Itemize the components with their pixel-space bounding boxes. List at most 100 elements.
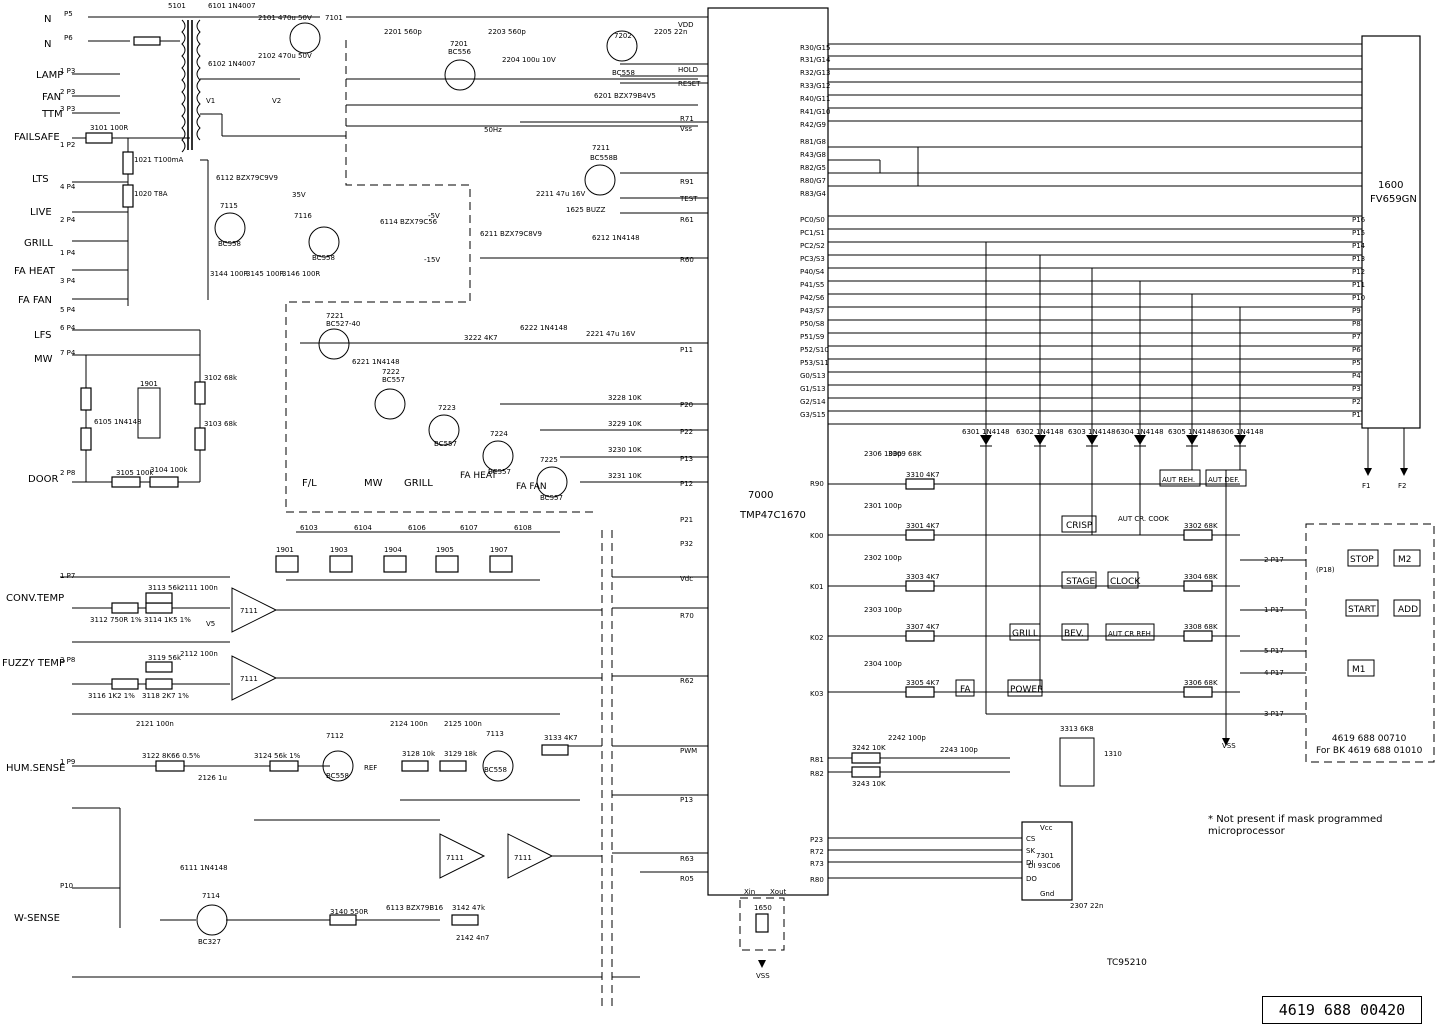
svg-text:7115: 7115 [220,202,238,210]
svg-text:K02: K02 [810,634,824,642]
svg-text:3228 10K: 3228 10K [608,394,642,402]
svg-text:P43/S7: P43/S7 [800,307,824,315]
svg-text:TEST: TEST [679,195,698,203]
key-grill: GRILL [1012,629,1038,639]
svg-text:PWM: PWM [680,747,697,755]
svg-text:6 P4: 6 P4 [60,324,76,332]
relay-label-fl: F/L [302,478,317,489]
diode-verticals [985,242,1241,738]
svg-text:PC3/S3: PC3/S3 [800,255,825,263]
svg-text:7112: 7112 [326,732,344,740]
svg-text:P52/S10: P52/S10 [800,346,829,354]
key-aut-cr-reh: AUT CR REH. [1108,630,1153,638]
svg-text:6201 BZX79B4V5: 6201 BZX79B4V5 [594,92,656,100]
svg-text:R82/G5: R82/G5 [800,164,826,172]
svg-text:P11: P11 [680,346,693,354]
svg-text:1625 BUZZ: 1625 BUZZ [566,206,606,214]
svg-text:P13: P13 [680,796,693,804]
eeprom-part: DI 93C06 [1028,862,1061,870]
terminal-fan: FAN [42,92,61,103]
keypad-connector: 2 P17 1 P17 5 P17 4 P17 3 P17 (P18) [1264,556,1335,718]
svg-text:R90: R90 [810,480,824,488]
svg-text:P8: P8 [1352,320,1361,328]
terminal-ttm: TTM [41,109,63,120]
svg-text:G2/S14: G2/S14 [800,398,826,406]
svg-text:3101 100R: 3101 100R [90,124,128,132]
terminal-door: DOOR [28,474,58,485]
keypad-dashed-box [1305,523,1435,763]
svg-text:1021 T100mA: 1021 T100mA [134,156,183,164]
display-bus [828,43,1362,425]
svg-text:P32: P32 [680,540,693,548]
svg-text:6211 BZX79C8V9: 6211 BZX79C8V9 [480,230,542,238]
svg-text:1 P2: 1 P2 [60,141,75,149]
svg-text:2126 1u: 2126 1u [198,774,227,782]
svg-text:2303 100p: 2303 100p [864,606,902,614]
svg-text:7111: 7111 [240,607,258,615]
svg-text:BC557: BC557 [488,468,511,476]
svg-text:P41/S5: P41/S5 [800,281,824,289]
svg-text:PC1/S1: PC1/S1 [800,229,825,237]
svg-text:3119 56k: 3119 56k [148,654,182,662]
terminal-failsafe: FAILSAFE [14,132,60,143]
svg-text:50Hz: 50Hz [484,126,502,134]
svg-text:3 P4: 3 P4 [60,277,76,285]
svg-text:4 P17: 4 P17 [1264,669,1284,677]
svg-text:VDD: VDD [678,21,694,29]
svg-text:R05: R05 [680,875,694,883]
svg-text:P4: P4 [1352,372,1361,380]
key-power: POWER [1010,685,1043,695]
svg-text:6107: 6107 [460,524,478,532]
svg-text:2243 100p: 2243 100p [940,746,978,754]
svg-text:7116: 7116 [294,212,312,220]
svg-text:3129 18k: 3129 18k [444,750,478,758]
svg-text:P1: P1 [1352,411,1361,419]
svg-text:P50/S8: P50/S8 [800,320,824,328]
filament-f1: F1 [1362,482,1370,490]
svg-text:3229 10K: 3229 10K [608,420,642,428]
svg-text:3231 10K: 3231 10K [608,472,642,480]
svg-text:HOLD: HOLD [678,66,698,74]
svg-text:3103 68k: 3103 68k [204,420,238,428]
svg-text:7222: 7222 [382,368,400,376]
svg-text:6305 1N4148: 6305 1N4148 [1168,428,1216,436]
display-ref: 1600 [1378,180,1403,191]
svg-text:P10: P10 [60,882,73,890]
key-start: START [1348,605,1376,615]
svg-text:6221 1N4148: 6221 1N4148 [352,358,400,366]
svg-text:1901: 1901 [276,546,294,554]
svg-text:P53/S11: P53/S11 [800,359,829,367]
svg-text:P2: P2 [1352,398,1361,406]
svg-text:R81: R81 [810,756,824,764]
svg-text:R41/G10: R41/G10 [800,108,830,116]
svg-text:RESET: RESET [678,80,701,88]
svg-text:R82: R82 [810,770,824,778]
svg-text:R80: R80 [810,876,824,884]
terminal-lamp: LAMP [36,70,63,81]
svg-text:6302 1N4148: 6302 1N4148 [1016,428,1064,436]
svg-text:3128 10k: 3128 10k [402,750,436,758]
svg-text:P51/S9: P51/S9 [800,333,824,341]
svg-text:3104 100k: 3104 100k [150,466,188,474]
svg-text:3313 6K8: 3313 6K8 [1060,725,1094,733]
svg-text:R30/G15: R30/G15 [800,44,830,52]
svg-text:7114: 7114 [202,892,220,900]
filament-f2: F2 [1398,482,1406,490]
svg-text:P13: P13 [1352,255,1365,263]
svg-text:6106: 6106 [408,524,426,532]
svg-text:CS: CS [1026,835,1036,843]
svg-text:R62: R62 [680,677,694,685]
svg-text:R40/G11: R40/G11 [800,95,830,103]
ic-left-pins: VDD HOLD RESET R71 Vss R91 TEST R61 R60 … [678,21,701,883]
svg-text:Gnd: Gnd [1040,890,1054,898]
left-terminals: N P5 N P6 LAMP 1 P3 FAN 2 P3 TTM 3 P3 FA… [2,10,76,924]
svg-text:2203 560p: 2203 560p [488,28,526,36]
svg-text:P12: P12 [680,480,693,488]
svg-text:P5: P5 [64,10,73,18]
svg-text:6301 1N4148: 6301 1N4148 [962,428,1010,436]
note-marker: * [1208,814,1213,825]
svg-text:2101 470u 50V: 2101 470u 50V [258,14,312,22]
svg-text:BC557: BC557 [382,376,405,384]
terminal-fuzzy-temp: FUZZY TEMP [2,658,65,669]
